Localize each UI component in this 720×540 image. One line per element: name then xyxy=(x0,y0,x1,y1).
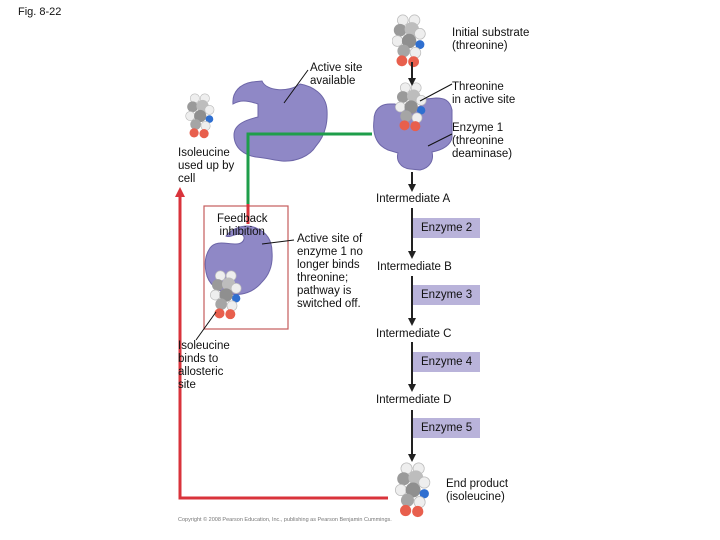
figure-label: Fig. 8-22 xyxy=(18,6,62,18)
threonine-in-active-site-label: Threonine in active site xyxy=(452,81,516,106)
feedback-inhibition-box xyxy=(203,205,289,330)
callout-enzyme1 xyxy=(427,133,453,147)
active-site-off-label: Active site of enzyme 1 no longer binds … xyxy=(297,233,363,310)
intermediate-b-label: Intermediate B xyxy=(377,261,452,273)
callout-active-site xyxy=(283,69,309,104)
enzyme-3-label: Enzyme 3 xyxy=(413,285,481,305)
enzyme1-label: Enzyme 1 (threonine deaminase) xyxy=(452,122,513,160)
red-feedback-return xyxy=(175,187,388,500)
copyright-notice: Copyright © 2008 Pearson Education, Inc.… xyxy=(178,517,392,523)
threonine-molecule-icon xyxy=(392,14,426,68)
feedback-inhibition-label: Feedback inhibition xyxy=(217,213,268,238)
initial-substrate-label: Initial substrate (threonine) xyxy=(452,27,530,52)
enzyme-4-label: Enzyme 4 xyxy=(413,352,481,372)
enzyme-active-site-available xyxy=(232,80,328,162)
intermediate-c-label: Intermediate C xyxy=(376,328,452,340)
callout-threonine xyxy=(419,83,453,102)
isoleucine-molecule-icon xyxy=(185,93,215,139)
intermediate-a-label: Intermediate A xyxy=(376,193,451,205)
callout-isoleucine-binds xyxy=(195,311,217,341)
active-site-available-label: Active site available xyxy=(310,62,363,87)
isoleucine-used-label: Isoleucine used up by cell xyxy=(178,147,235,185)
green-connector xyxy=(246,132,372,204)
end-product-label: End product (isoleucine) xyxy=(446,478,509,503)
enzyme-5-label: Enzyme 5 xyxy=(413,418,481,438)
intermediate-d-label: Intermediate D xyxy=(376,394,452,406)
callout-active-site-off xyxy=(261,239,295,245)
isoleucine-binds-label: Isoleucine binds to allosteric site xyxy=(178,340,230,391)
enzyme-1 xyxy=(373,97,453,171)
enzyme-2-label: Enzyme 2 xyxy=(413,218,481,238)
end-product-molecule-icon xyxy=(394,462,431,518)
